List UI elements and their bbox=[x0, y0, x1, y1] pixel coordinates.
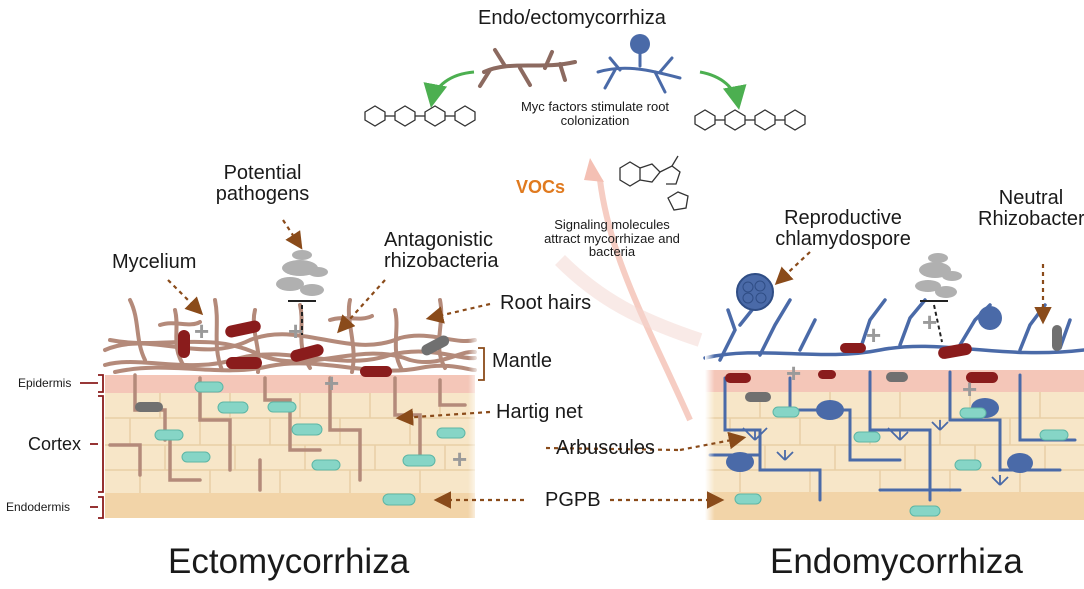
svg-text:+: + bbox=[324, 368, 339, 398]
sugar-molecule-left bbox=[364, 105, 476, 127]
inhibition-marks bbox=[288, 300, 948, 343]
arbuscules-label: Arbuscules bbox=[556, 437, 655, 459]
voc-flow bbox=[555, 255, 703, 347]
svg-text:+: + bbox=[962, 374, 977, 404]
chlamydospore-large bbox=[736, 273, 774, 311]
layer-brackets bbox=[80, 374, 104, 519]
ecto-fade bbox=[400, 290, 480, 530]
svg-text:+: + bbox=[922, 307, 937, 337]
plus-signs: + + + + + + + + bbox=[194, 307, 977, 474]
mycelium-label: Mycelium bbox=[112, 251, 197, 273]
voc-arrowhead bbox=[584, 158, 604, 182]
pgpb-bacteria bbox=[154, 381, 1069, 517]
svg-text:+: + bbox=[452, 444, 467, 474]
svg-text:+: + bbox=[786, 358, 801, 388]
epidermis-label: Epidermis bbox=[18, 376, 72, 390]
mantle-bracket bbox=[478, 347, 485, 381]
myc-factors-label: Myc factors stimulate root colonization bbox=[520, 99, 670, 128]
svg-text:+: + bbox=[288, 316, 303, 346]
pointer-arrows bbox=[167, 219, 1052, 509]
svg-text:+: + bbox=[866, 320, 881, 350]
spore-top bbox=[630, 34, 650, 54]
pathogen-cluster-right bbox=[915, 253, 962, 298]
ecto-title: Ectomycorrhiza bbox=[168, 542, 410, 581]
endodermis-label: Endodermis bbox=[6, 500, 71, 514]
strigolactone-molecule bbox=[619, 155, 689, 211]
reproductive-label: Reproductive chlamydospore bbox=[775, 207, 911, 250]
cortex-label: Cortex bbox=[28, 434, 82, 454]
root-hairs-label: Root hairs bbox=[500, 292, 592, 314]
endo-title: Endomycorrhiza bbox=[770, 542, 1023, 581]
signaling-label: Signaling molecules attract mycorrhizae … bbox=[544, 217, 680, 260]
voc-arrow bbox=[597, 179, 693, 422]
pgpb-label: PGPB bbox=[545, 489, 601, 511]
potential-pathogens-label: Potential pathogens bbox=[215, 162, 310, 205]
vocs-label: VOCs bbox=[516, 177, 566, 197]
brown-hypha-top bbox=[478, 48, 577, 88]
mantle-label: Mantle bbox=[492, 350, 553, 372]
chlamydospore-small bbox=[978, 306, 1002, 330]
hartig-net-label: Hartig net bbox=[496, 401, 583, 423]
endo-fade bbox=[705, 280, 785, 530]
endo-ecto-label: Endo/ectomycorrhiza bbox=[478, 7, 666, 29]
antagonistic-label: Antagonistic rhizobacteria bbox=[384, 229, 499, 272]
sugar-molecule-right bbox=[694, 109, 806, 131]
neutral-label: Neutral Rhizobacteria bbox=[978, 187, 1084, 230]
svg-text:+: + bbox=[194, 316, 209, 346]
blue-hypha-top bbox=[596, 42, 682, 94]
bacteria-red bbox=[178, 320, 998, 383]
bacteria-gray bbox=[135, 325, 1062, 412]
green-arrow-left bbox=[423, 70, 475, 108]
pathogen-cluster-left bbox=[276, 250, 328, 296]
green-arrow-right bbox=[699, 70, 747, 110]
